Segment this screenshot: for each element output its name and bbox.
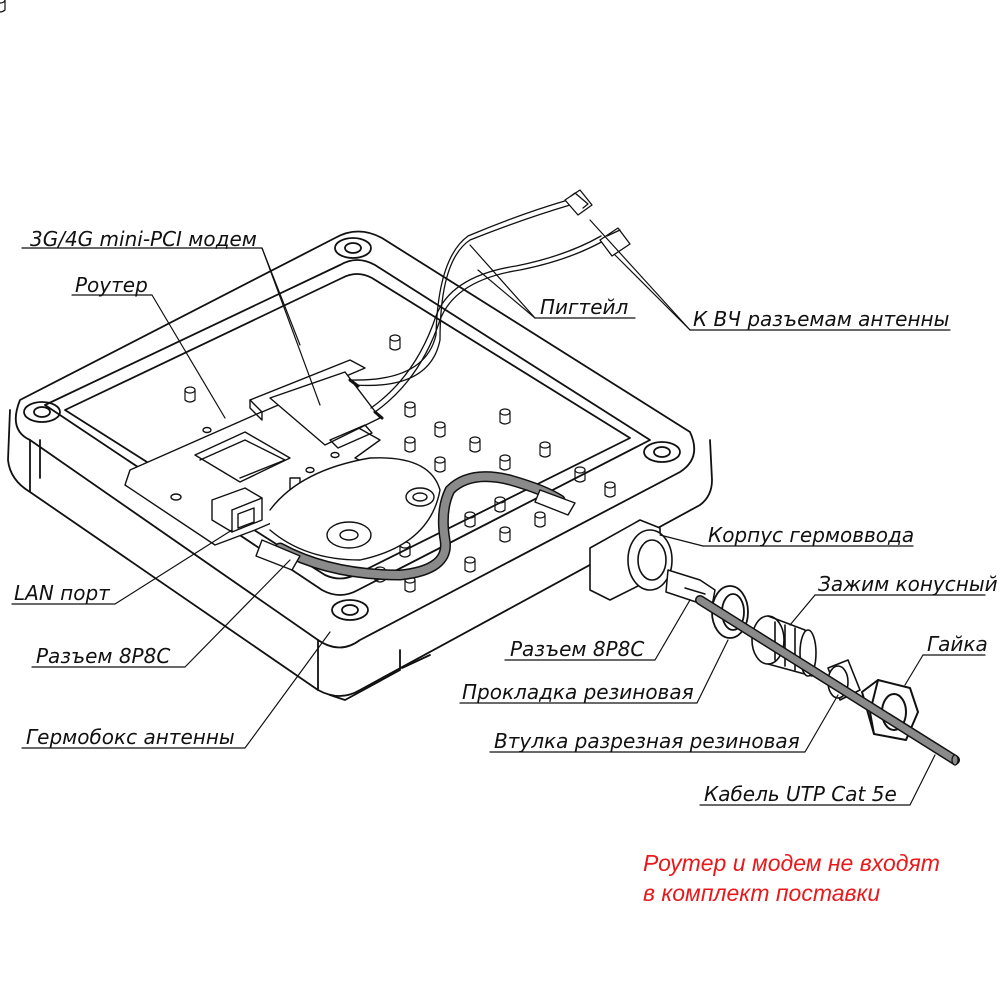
label-8p8c-left: Разъем 8P8C — [36, 644, 171, 668]
label-nut: Гайка — [927, 632, 988, 656]
label-rf-connectors: К ВЧ разъемам антенны — [693, 307, 950, 331]
label-gland-body: Корпус гермоввода — [708, 523, 915, 547]
pigtail-cables — [348, 189, 631, 420]
label-rubber-gasket: Прокладка резиновая — [462, 680, 694, 704]
label-utp-cable: Кабель UTP Cat 5e — [704, 782, 897, 806]
supply-note-line1: Роутер и модем не входят — [643, 850, 940, 876]
label-8p8c-right: Разъем 8P8C — [510, 637, 645, 661]
label-router: Роутер — [75, 273, 148, 297]
lan-port-block — [211, 487, 263, 533]
supply-note: Роутер и модем не входят в комплект пост… — [643, 848, 940, 908]
modem-card — [249, 359, 381, 449]
label-split-bushing: Втулка разрезная резиновая — [494, 729, 800, 753]
external-cable — [695, 595, 960, 766]
gland-body — [589, 519, 673, 601]
label-cone-clamp: Зажим конусный — [818, 572, 998, 596]
standoff-pins — [0, 0, 616, 593]
feed-disc — [269, 457, 441, 561]
internal-cable — [255, 471, 576, 581]
label-enclosure: Гермобокс антенны — [26, 725, 235, 749]
label-modem: 3G/4G mini-PCI модем — [30, 227, 257, 251]
supply-note-line2: в комплект поставки — [643, 880, 881, 906]
label-pigtail: Пигтейл — [540, 295, 629, 319]
leader-lines — [11, 219, 986, 806]
label-lan-port: LAN порт — [14, 581, 110, 605]
